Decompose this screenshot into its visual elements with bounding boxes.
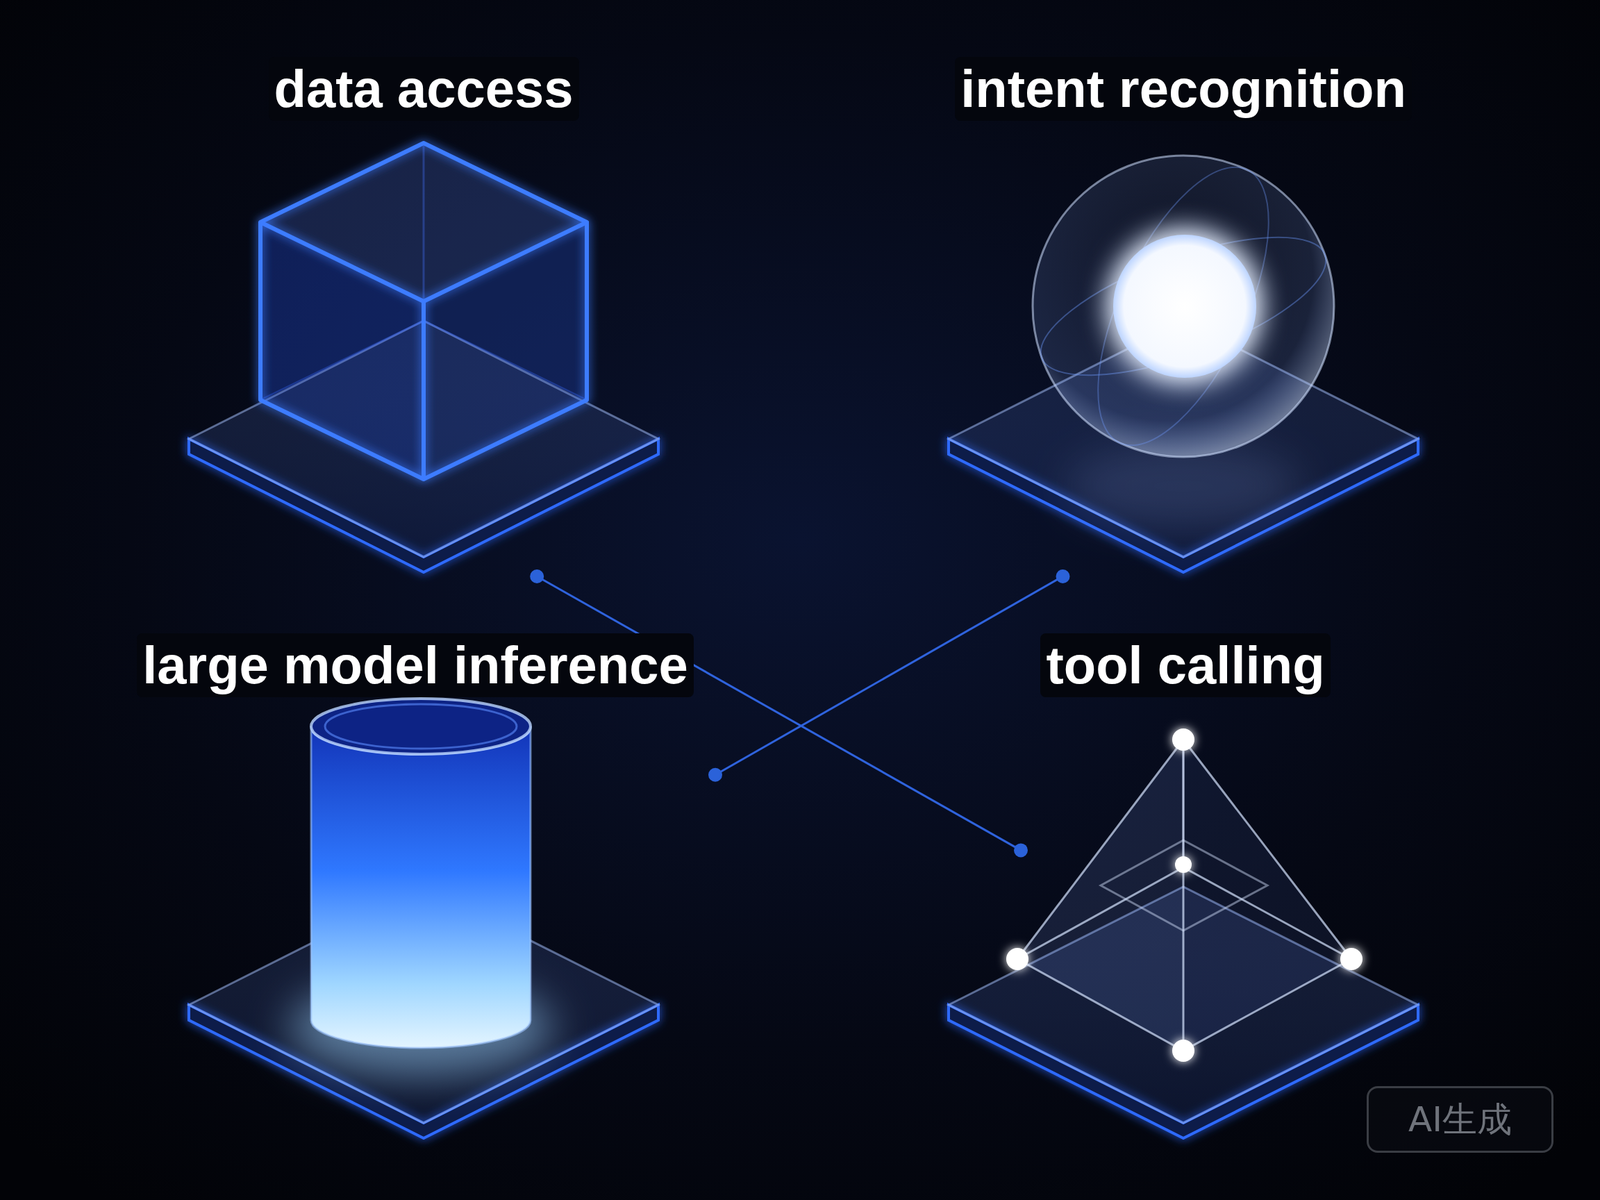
cube-edges	[260, 143, 587, 480]
pyramid-dot	[1172, 728, 1195, 751]
node-label: data access	[268, 56, 580, 121]
pyramid-edge	[1183, 739, 1352, 960]
illustrated-node: large model inference	[104, 625, 716, 1174]
node-label: intent recognition	[954, 56, 1412, 121]
cube-top-edge	[260, 143, 587, 302]
pyramid-edge	[1182, 739, 1185, 1051]
glass-cylinder	[288, 698, 553, 1077]
connector	[529, 569, 1028, 857]
pyramid-inner-plane	[1100, 840, 1268, 931]
glass-sphere	[1025, 143, 1342, 528]
illustrated-node: intent recognition	[933, 41, 1434, 577]
glass-cube	[260, 143, 587, 480]
connector-line	[715, 576, 1064, 775]
node-label: tool calling	[1040, 633, 1330, 698]
cube-top-face	[260, 143, 587, 302]
pyramid-edge	[1017, 739, 1184, 960]
pyramid-edges	[1017, 739, 1352, 1051]
pyramid-dot	[1006, 947, 1029, 971]
watermark: AI生成	[1366, 1086, 1554, 1153]
connector-dot	[529, 569, 544, 584]
glass-pyramid	[1006, 728, 1363, 1062]
sphere-core	[1113, 234, 1257, 378]
cylinder-body	[311, 726, 531, 1048]
sphere-orbit	[1063, 143, 1305, 469]
pyramid-dot	[1175, 856, 1192, 873]
connector-dot	[1056, 569, 1071, 584]
node-label: large model inference	[136, 633, 694, 698]
pyramid-dot	[1340, 947, 1363, 971]
pyramid-nodes	[1006, 728, 1363, 1062]
cylinder-top	[311, 698, 531, 755]
sphere-orbit	[1025, 209, 1342, 404]
illustrated-node: data access	[173, 41, 674, 577]
connector-dot	[708, 768, 723, 782]
connector	[708, 569, 1071, 782]
pyramid-edge	[1182, 739, 1185, 868]
cube-front-edge	[421, 301, 426, 480]
pyramid-dot	[1172, 1039, 1195, 1062]
cylinder-rim	[325, 704, 517, 749]
connector-dot	[1013, 843, 1028, 857]
cube-front-edge	[260, 222, 587, 480]
connector-line	[536, 576, 1021, 850]
